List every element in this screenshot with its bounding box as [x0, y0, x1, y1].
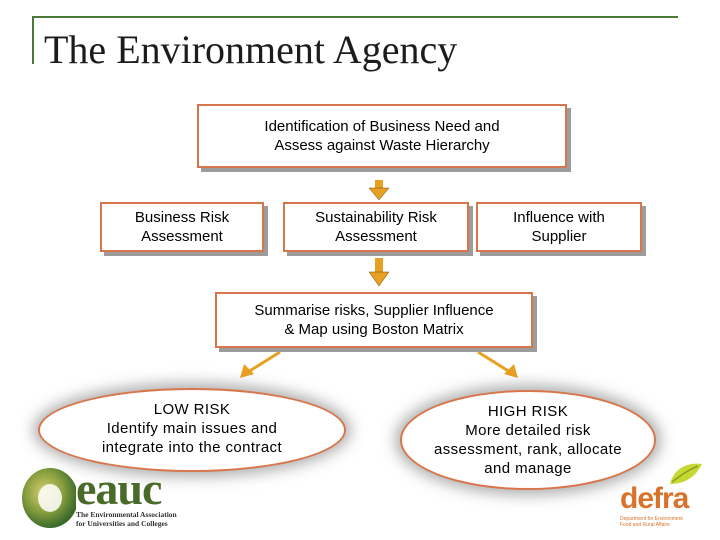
defra-subtitle: Department for Environment Food and Rura… [620, 516, 683, 528]
supplier-influence-text: Influence with Supplier [513, 209, 605, 245]
low-risk-text: LOW RISK Identify main issues and integr… [101, 401, 283, 456]
arrow-top-to-sustainability [368, 180, 390, 201]
arrow-summary-to-low-risk [240, 350, 281, 378]
defra-wordmark: defra [620, 482, 689, 515]
defra-leaf-icon [670, 463, 702, 484]
defra-logo: defra Department for Environment Food an… [614, 460, 714, 532]
business-need-text: Identification of Business Need and Asse… [264, 118, 500, 154]
low-risk-ellipse: LOW RISK Identify main issues and integr… [38, 388, 346, 472]
supplier-influence-box: Influence with Supplier [476, 202, 642, 252]
high-risk-text: HIGH RISK More detailed risk assessment,… [434, 403, 622, 477]
business-need-box: Identification of Business Need and Asse… [197, 104, 567, 168]
arrow-sustainability-to-summary [368, 258, 390, 287]
title-frame-top [32, 16, 678, 18]
sustainability-risk-text: Sustainability Risk Assessment [315, 209, 437, 245]
summary-box: Summarise risks, Supplier Influence & Ma… [215, 292, 533, 348]
eauc-globe-icon [22, 468, 76, 528]
slide-title: The Environment Agency [44, 27, 458, 72]
business-risk-text: Business Risk Assessment [134, 209, 230, 245]
summary-text: Summarise risks, Supplier Influence & Ma… [254, 302, 494, 338]
eauc-logo: eauc The Environmental Association for U… [18, 466, 208, 532]
business-risk-box: Business Risk Assessment [100, 202, 264, 252]
arrow-summary-to-high-risk [477, 350, 518, 378]
eauc-subtitle: The Environmental Association for Univer… [76, 510, 177, 528]
title-frame-left [32, 16, 34, 64]
sustainability-risk-box: Sustainability Risk Assessment [283, 202, 469, 252]
high-risk-ellipse: HIGH RISK More detailed risk assessment,… [400, 390, 656, 490]
eauc-wordmark: eauc [76, 463, 162, 514]
